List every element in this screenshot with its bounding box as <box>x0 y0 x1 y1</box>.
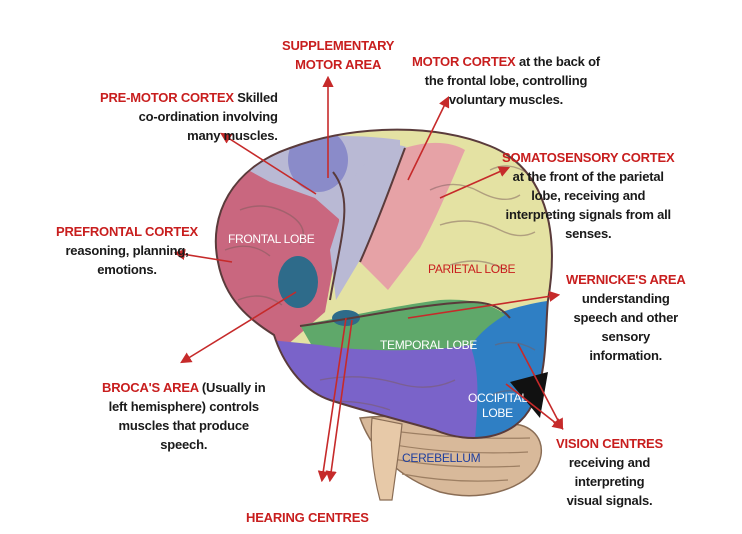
occipital-lobe-label-2: LOBE <box>482 406 513 420</box>
temporal-lobe-region <box>300 299 505 360</box>
motor-text-1: at the back of <box>515 54 600 69</box>
arrow-motor <box>407 95 450 181</box>
hearing-centres-label: HEARING CENTRES <box>246 508 369 527</box>
wernicke-text-3: sensory <box>601 329 651 344</box>
prefrontal-title: PREFRONTAL CORTEX <box>56 224 199 239</box>
broca-title: BROCA'S AREA <box>102 380 199 395</box>
cerebellum-label: CEREBELLUM <box>402 451 481 465</box>
premotor-text-1: Skilled <box>233 90 278 105</box>
vision-text-2: interpreting <box>574 474 645 489</box>
premotor-text-3: many muscles. <box>187 128 278 143</box>
somatosensory-text-2: lobe, receiving and <box>531 188 646 203</box>
prefrontal-cortex-label: PREFRONTAL CORTEX reasoning, planning, e… <box>56 222 198 279</box>
broca-text-2: left hemisphere) controls <box>108 399 260 414</box>
motor-cortex-label: MOTOR CORTEX at the back of the frontal … <box>412 52 600 109</box>
premotor-title: PRE-MOTOR CORTEX <box>100 90 234 105</box>
motor-cortex-region <box>360 142 465 290</box>
vision-title: VISION CENTRES <box>556 436 663 451</box>
wernicke-text-2: speech and other <box>573 310 679 325</box>
arrow-broca <box>180 291 297 364</box>
somatosensory-text-3: interpreting signals from all <box>505 207 672 222</box>
brain-outline <box>214 128 553 439</box>
wernicke-text-1: understanding <box>581 291 670 306</box>
occipital-lobe-label-1: OCCIPITAL <box>468 391 528 405</box>
vision-text-3: visual signals. <box>566 493 653 508</box>
broca-text-1: (Usually in <box>198 380 266 395</box>
somatosensory-text-1: at the front of the parietal <box>512 169 664 184</box>
frontal-lobe-label: FRONTAL LOBE <box>228 232 315 246</box>
supplementary-title-2: MOTOR AREA <box>295 57 382 72</box>
hearing-title: HEARING CENTRES <box>246 510 369 525</box>
motor-text-2: the frontal lobe, controlling <box>424 73 588 88</box>
premotor-text-2: co-ordination involving <box>138 109 278 124</box>
supplementary-title-1: SUPPLEMENTARY <box>282 38 395 53</box>
vision-centres-label: VISION CENTRES receiving and interpretin… <box>556 434 663 510</box>
arrow-prefrontal <box>173 248 233 263</box>
motor-title: MOTOR CORTEX <box>412 54 516 69</box>
broca-area-region <box>278 256 318 308</box>
pointer-arrows <box>173 75 564 483</box>
wernicke-area-label: WERNICKE'S AREA understanding speech and… <box>566 270 686 365</box>
arrow-vision-2 <box>505 383 564 430</box>
arrow-vision-1 <box>517 343 564 430</box>
arrow-hearing-1 <box>317 317 347 483</box>
broca-text-3: muscles that produce <box>118 418 250 433</box>
parietal-lobe-label: PARIETAL LOBE <box>428 262 516 276</box>
somatosensory-text-4: senses. <box>565 226 612 241</box>
motor-text-3: voluntary muscles. <box>448 92 564 107</box>
vision-text-1: receiving and <box>568 455 651 470</box>
arrow-hearing-2 <box>325 319 353 483</box>
wernicke-text-4: information. <box>589 348 663 363</box>
arrow-wernicke <box>407 290 561 319</box>
somatosensory-cortex-label: SOMATOSENSORY CORTEX at the front of the… <box>502 148 675 243</box>
premotor-cortex-label: PRE-MOTOR CORTEX Skilled co-ordination i… <box>100 88 278 145</box>
broca-area-label: BROCA'S AREA (Usually in left hemisphere… <box>102 378 266 454</box>
wernicke-title: WERNICKE'S AREA <box>566 272 686 287</box>
somatosensory-title: SOMATOSENSORY CORTEX <box>502 150 675 165</box>
arrow-premotor <box>220 132 317 195</box>
temporal-lobe-label: TEMPORAL LOBE <box>380 338 477 352</box>
supplementary-motor-label: SUPPLEMENTARY MOTOR AREA <box>282 36 394 74</box>
arrow-somatosensory <box>439 166 511 199</box>
broca-text-4: speech. <box>160 437 208 452</box>
prefrontal-text-2: emotions. <box>97 262 157 277</box>
motor-strip-blue <box>330 145 408 300</box>
prefrontal-text-1: reasoning, planning, <box>65 243 189 258</box>
